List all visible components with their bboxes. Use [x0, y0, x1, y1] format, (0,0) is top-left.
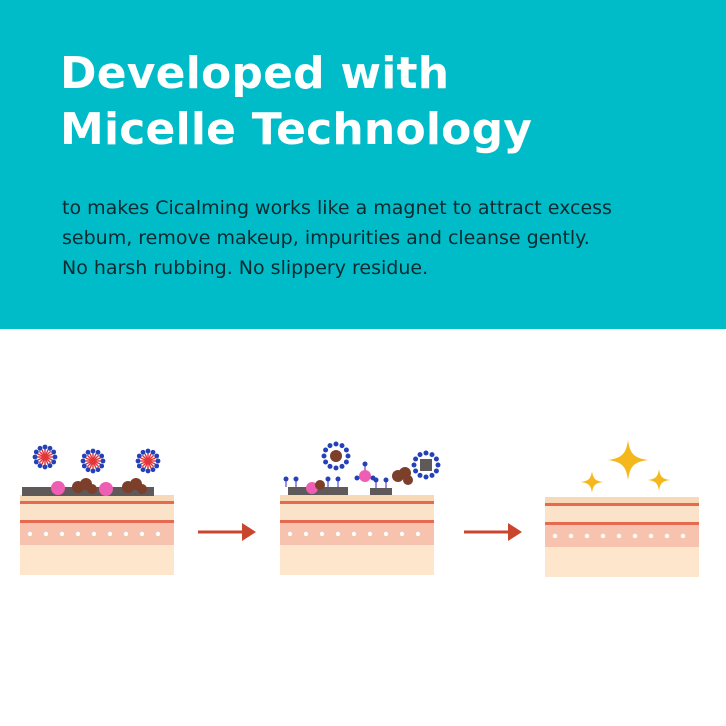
description-line-1: to makes Cicalming works like a magnet t… [62, 197, 612, 219]
page-title: Developed with Micelle Technology [60, 46, 532, 158]
description-line-3: No harsh rubbing. No slippery residue. [62, 257, 429, 279]
title-line-1: Developed with [60, 48, 450, 99]
micelle-process-illustration [20, 440, 699, 577]
arrow-1 [196, 521, 258, 543]
sparkle-icon [581, 440, 670, 493]
step-3-clean-skin [545, 440, 699, 577]
step-1-skin-with-impurities [20, 443, 174, 575]
description-line-2: sebum, remove makeup, impurities and cle… [62, 227, 590, 249]
header-banner: Developed with Micelle Technology to mak… [0, 0, 726, 329]
description: to makes Cicalming works like a magnet t… [62, 193, 702, 283]
title-line-2: Micelle Technology [60, 104, 533, 155]
arrow-2 [462, 521, 524, 543]
step-2-micelles-binding [280, 441, 441, 575]
